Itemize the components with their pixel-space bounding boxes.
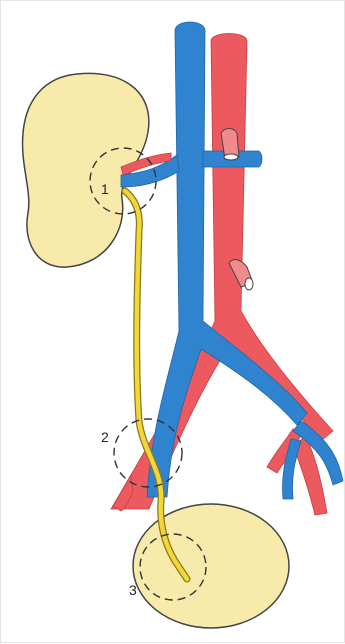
aorta-shape	[224, 154, 238, 160]
label-2: 2	[101, 429, 109, 445]
aorta-shape	[245, 278, 253, 290]
bladder-shape	[133, 504, 289, 628]
label-1: 1	[101, 181, 109, 197]
label-3: 3	[129, 582, 137, 598]
